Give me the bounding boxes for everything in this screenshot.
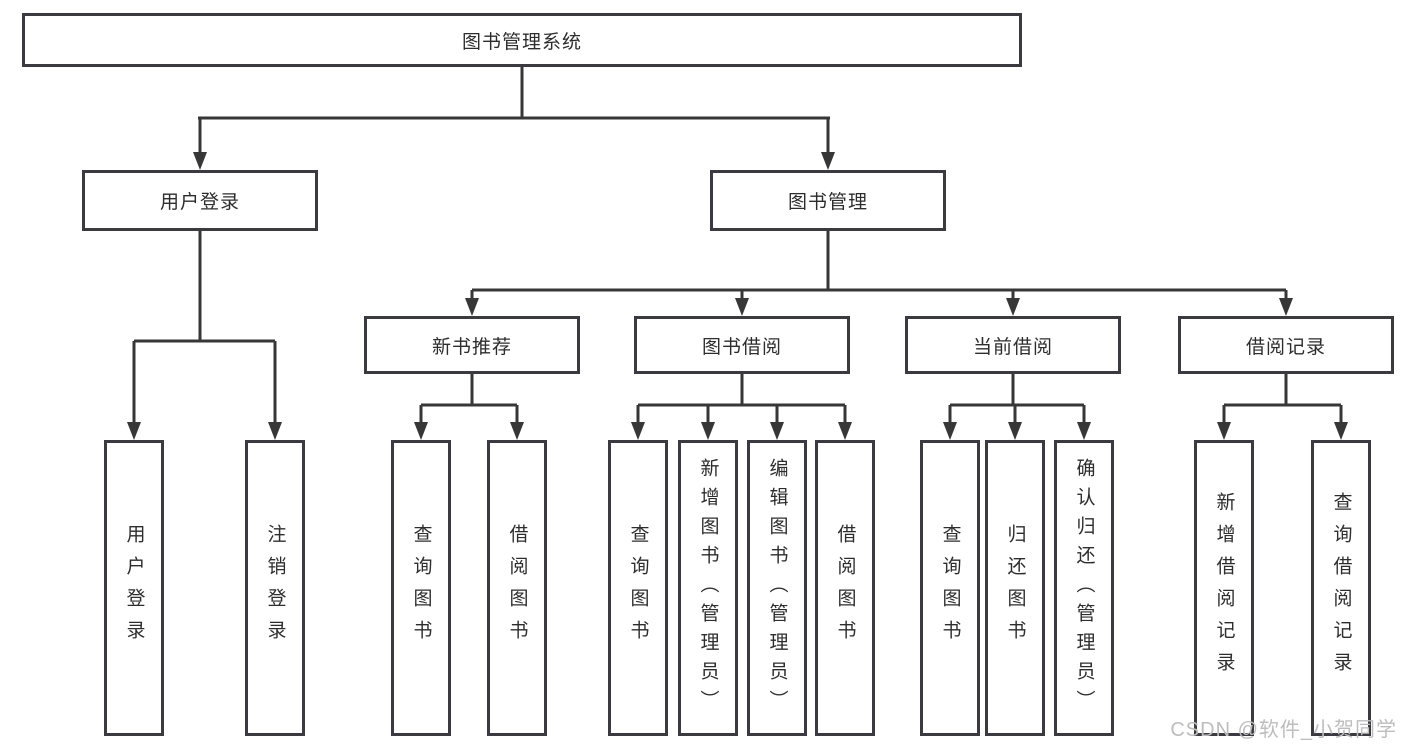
node-label: 查询图书 xyxy=(410,524,432,652)
leaf-confirm-return-admin: 确认归还（管理员） xyxy=(1054,440,1114,736)
leaf-query-borrow-record: 查询借阅记录 xyxy=(1311,440,1371,736)
node-label: 查询借阅记录 xyxy=(1330,492,1352,684)
node-label: 新书推荐 xyxy=(431,336,512,358)
node-label: 查询图书 xyxy=(939,524,961,652)
node-label: 注销登录 xyxy=(264,524,286,652)
node-user-login-branch: 用户登录 xyxy=(82,170,318,231)
node-book-management-branch: 图书管理 xyxy=(710,170,946,231)
leaf-borrow-books: 借阅图书 xyxy=(815,440,875,736)
node-system-root: 图书管理系统 xyxy=(22,13,1022,67)
node-label: 借阅记录 xyxy=(1245,336,1326,358)
node-borrowing-records: 借阅记录 xyxy=(1178,316,1394,374)
leaf-query-books-recommend: 查询图书 xyxy=(391,440,451,736)
node-current-borrowing: 当前借阅 xyxy=(905,316,1121,374)
leaf-borrow-books-recommend: 借阅图书 xyxy=(487,440,547,736)
node-label: 图书管理 xyxy=(787,192,868,213)
leaf-add-books-admin: 新增图书（管理员） xyxy=(678,440,738,736)
node-label: 归还图书 xyxy=(1004,524,1026,652)
node-label: 新增借阅记录 xyxy=(1213,492,1235,684)
node-label: 确认归还（管理员） xyxy=(1073,457,1095,719)
node-label: 借阅图书 xyxy=(506,524,528,652)
node-label: 图书管理系统 xyxy=(461,31,582,53)
leaf-logout: 注销登录 xyxy=(245,440,305,736)
leaf-edit-books-admin: 编辑图书（管理员） xyxy=(747,440,807,736)
node-label: 查询图书 xyxy=(627,524,649,652)
leaf-user-login: 用户登录 xyxy=(104,440,164,736)
node-label: 图书借阅 xyxy=(701,336,782,358)
node-new-book-recommend: 新书推荐 xyxy=(364,316,580,374)
node-book-borrowing: 图书借阅 xyxy=(634,316,850,374)
leaf-return-books: 归还图书 xyxy=(985,440,1045,736)
leaf-query-books-current: 查询图书 xyxy=(920,440,980,736)
csdn-watermark: CSDN @软件_小贺同学 xyxy=(1170,719,1397,741)
leaf-query-books-borrow: 查询图书 xyxy=(608,440,668,736)
node-label: 借阅图书 xyxy=(834,524,856,652)
leaf-add-borrow-record: 新增借阅记录 xyxy=(1194,440,1254,736)
node-label: 用户登录 xyxy=(159,192,240,213)
node-label: 新增图书（管理员） xyxy=(697,457,719,719)
node-label: 编辑图书（管理员） xyxy=(766,457,788,719)
node-label: 当前借阅 xyxy=(972,336,1053,358)
node-label: 用户登录 xyxy=(123,524,145,652)
